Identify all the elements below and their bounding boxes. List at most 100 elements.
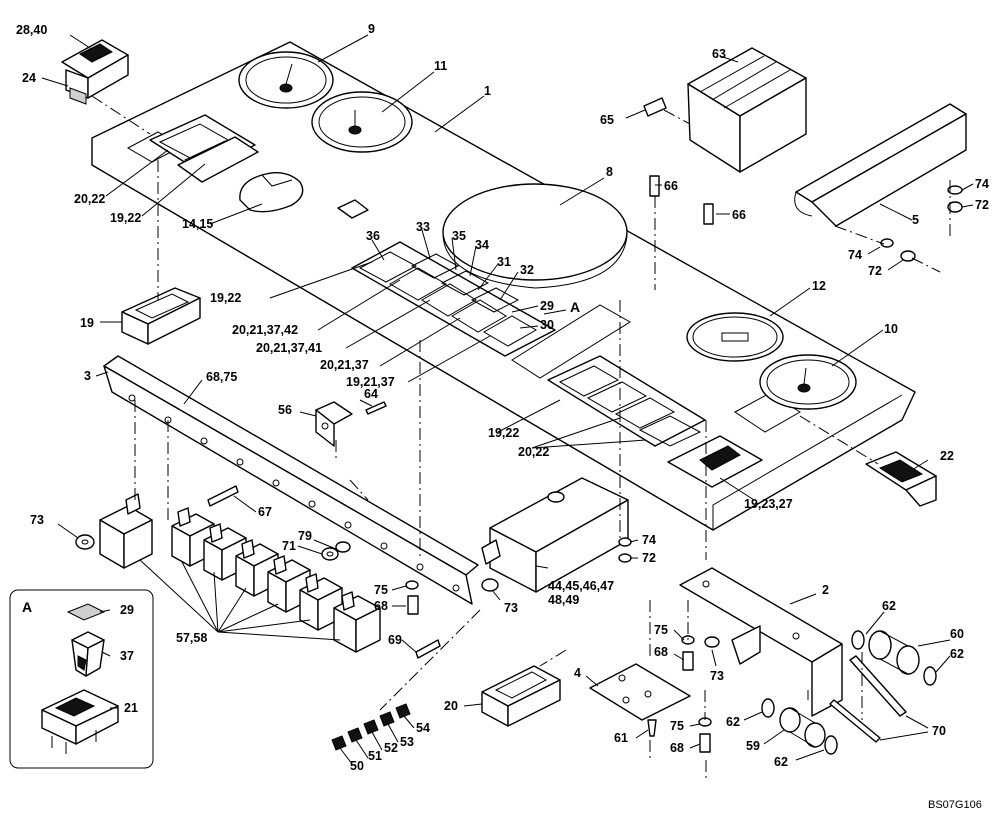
nut-72-mid xyxy=(900,250,916,262)
switch-frame-20 xyxy=(481,665,561,727)
label-35: 35 xyxy=(452,229,466,243)
label-64: 64 xyxy=(364,387,378,401)
label-20-21-37-41: 20,21,37,41 xyxy=(256,341,322,355)
gauge-10 xyxy=(759,354,857,410)
ring-12 xyxy=(686,312,784,362)
detail-a-inset xyxy=(9,589,154,769)
label-19-23-27: 19,23,27 xyxy=(744,497,793,511)
washer-75-a xyxy=(405,580,419,590)
label-62-d: 62 xyxy=(950,647,964,661)
label-70: 70 xyxy=(932,724,946,738)
label-74-c: 74 xyxy=(642,533,656,547)
label-62-a: 62 xyxy=(726,715,740,729)
bolt-68-a xyxy=(407,595,419,615)
label-5: 5 xyxy=(912,213,919,227)
switch-group-right xyxy=(547,355,706,447)
cap-14-15 xyxy=(239,172,304,213)
label-63: 63 xyxy=(712,47,726,61)
module-63 xyxy=(687,47,807,173)
label-65: 65 xyxy=(600,113,614,127)
nut-73-center xyxy=(481,578,499,592)
bracket-strip-3 xyxy=(103,355,479,605)
bracket-2 xyxy=(679,567,843,717)
label-66-b: 66 xyxy=(732,208,746,222)
label-75-a: 75 xyxy=(374,583,388,597)
screw-64 xyxy=(365,401,387,415)
label-68-b: 68 xyxy=(654,645,668,659)
bolt-65 xyxy=(643,97,667,117)
rocker-switch-28-40 xyxy=(61,39,129,105)
nut-72-center xyxy=(618,553,632,563)
detail-label-29: 29 xyxy=(120,603,134,617)
bolt-68-b xyxy=(682,651,694,671)
panel-clip xyxy=(337,199,369,219)
detail-rocker-37 xyxy=(71,631,105,677)
label-67: 67 xyxy=(258,505,272,519)
fuses-50-54 xyxy=(331,703,411,751)
label-30: 30 xyxy=(540,318,554,332)
bolt-68-c xyxy=(699,733,711,753)
label-68-c: 68 xyxy=(670,741,684,755)
label-9: 9 xyxy=(368,22,375,36)
bolt-67 xyxy=(207,485,239,507)
label-3: 3 xyxy=(84,369,91,383)
detail-cap-29 xyxy=(66,603,106,621)
label-8: 8 xyxy=(606,165,613,179)
label-48-49: 48,49 xyxy=(548,593,579,607)
label-20-22-a: 20,22 xyxy=(74,192,105,206)
label-2: 2 xyxy=(822,583,829,597)
label-1: 1 xyxy=(484,84,491,98)
label-11: 11 xyxy=(434,59,447,73)
label-73-c: 73 xyxy=(710,669,724,683)
bolt-66-b xyxy=(703,203,714,225)
label-69: 69 xyxy=(388,633,402,647)
label-52: 52 xyxy=(384,741,398,755)
washer-74-center xyxy=(618,537,632,547)
label-36: 36 xyxy=(366,229,380,243)
assembly-lines xyxy=(91,95,951,780)
switch-group-left xyxy=(149,114,259,183)
label-22: 22 xyxy=(940,449,954,463)
label-62-b: 62 xyxy=(774,755,788,769)
nut-79 xyxy=(335,541,351,553)
label-19: 19 xyxy=(80,316,94,330)
pin-61 xyxy=(647,719,657,737)
buzzer-60 xyxy=(868,630,920,675)
label-28-40: 28,40 xyxy=(16,23,47,37)
washers-62 xyxy=(761,630,937,755)
label-50: 50 xyxy=(350,759,364,773)
label-59: 59 xyxy=(746,739,760,753)
label-10: 10 xyxy=(884,322,898,336)
detail-label-21: 21 xyxy=(124,701,138,715)
label-68-a: 68 xyxy=(374,599,388,613)
relays-57-58 xyxy=(99,493,381,653)
label-24: 24 xyxy=(22,71,36,85)
detail-frame-21 xyxy=(41,689,119,754)
label-19-22-a: 19,22 xyxy=(110,211,141,225)
cover-22 xyxy=(865,451,937,507)
label-60: 60 xyxy=(950,627,964,641)
label-20-21-37: 20,21,37 xyxy=(320,358,369,372)
label-12: 12 xyxy=(812,279,826,293)
label-75-c: 75 xyxy=(670,719,684,733)
label-73-a: 73 xyxy=(30,513,44,527)
label-29: 29 xyxy=(540,299,554,313)
label-31: 31 xyxy=(497,255,511,269)
nut-73-right xyxy=(704,636,720,648)
fuse-box-44-49 xyxy=(481,477,629,593)
nut-73-left xyxy=(75,534,95,550)
label-34: 34 xyxy=(475,238,489,252)
bracket-5 xyxy=(794,103,967,227)
label-62-c: 62 xyxy=(882,599,896,613)
label-57-58: 57,58 xyxy=(176,631,207,645)
label-75-b: 75 xyxy=(654,623,668,637)
label-79: 79 xyxy=(298,529,312,543)
washer-74-mid xyxy=(880,238,894,248)
label-56: 56 xyxy=(278,403,292,417)
label-66-a: 66 xyxy=(664,179,678,193)
cover-disc-8 xyxy=(442,183,628,289)
bracket-56 xyxy=(315,401,353,447)
rocker-switch-19-23-27 xyxy=(667,435,763,488)
label-72-c: 72 xyxy=(642,551,656,565)
